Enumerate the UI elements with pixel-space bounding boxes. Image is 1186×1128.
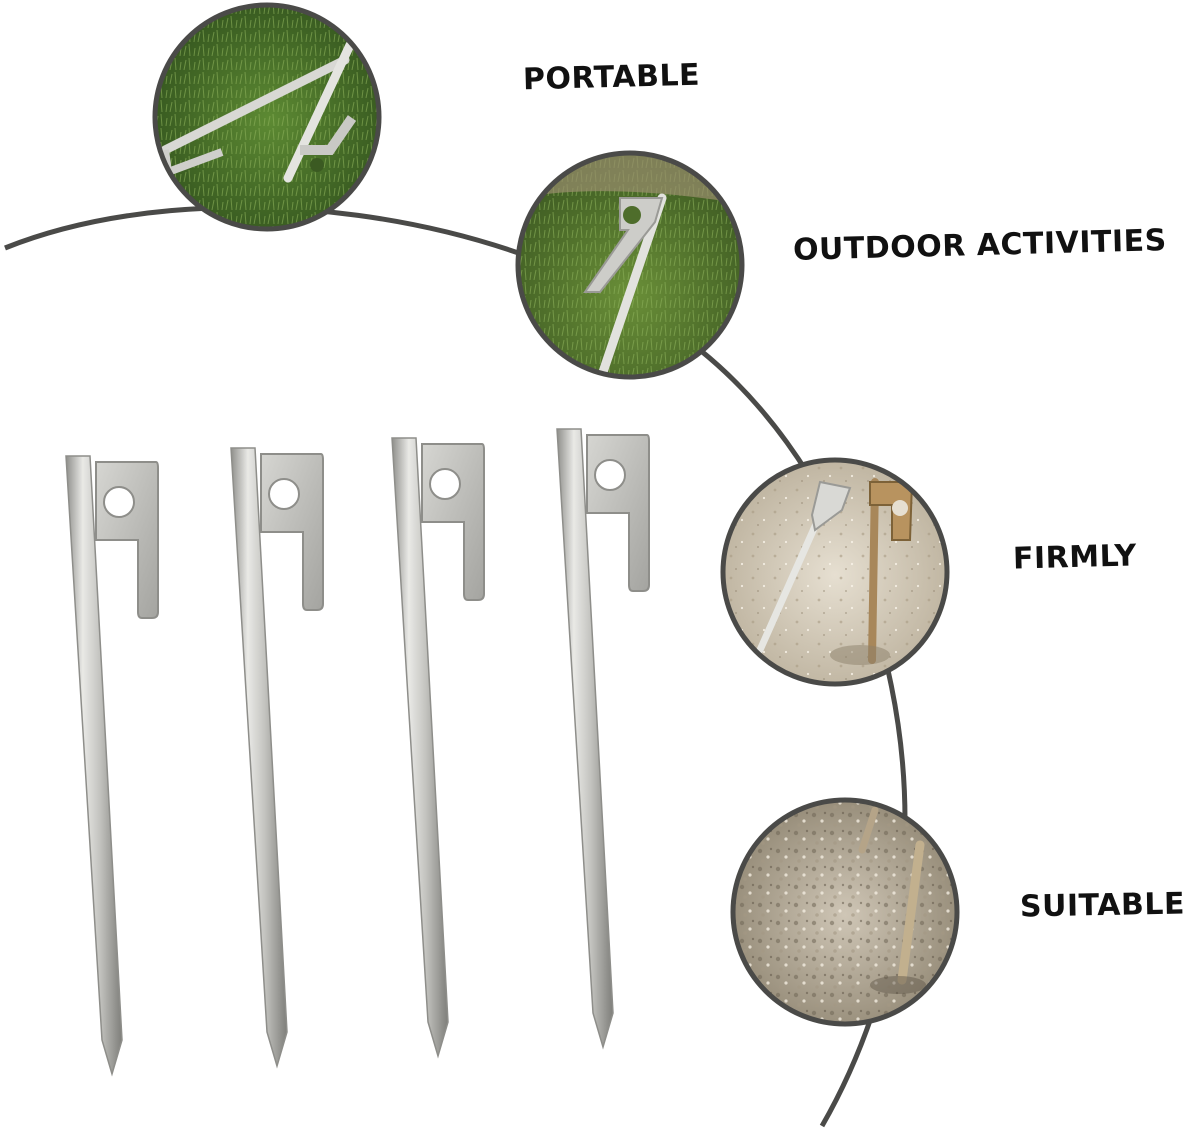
feature-label-suitable: SUITABLE <box>1019 886 1186 925</box>
feature-label-firmly: FIRMLY <box>1012 538 1138 577</box>
tent-stake <box>391 437 485 1059</box>
photo-stakes-on-grass <box>152 2 382 232</box>
feature-label-portable: PORTABLE <box>522 57 701 98</box>
tent-stake <box>65 455 159 1077</box>
tent-stake <box>556 428 650 1050</box>
photo-stakes-in-dry-soil <box>720 457 950 687</box>
tent-stake <box>230 447 324 1069</box>
photo-stake-in-grass <box>515 150 745 380</box>
photo-stake-in-gravel <box>730 797 960 1027</box>
